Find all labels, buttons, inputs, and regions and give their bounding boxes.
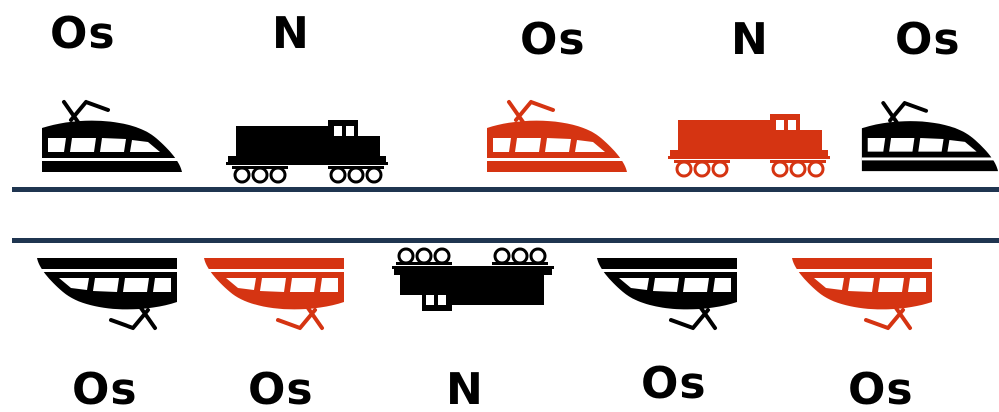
bottom-label-5: Os xyxy=(848,368,914,412)
bottom-label-2: Os xyxy=(248,368,314,412)
upper-track-line xyxy=(12,187,999,192)
diesel-locomotive-icon xyxy=(668,112,830,180)
top-label-1: Os xyxy=(50,12,116,56)
top-label-5: Os xyxy=(895,18,961,62)
top-label-4: N xyxy=(731,18,769,62)
top-label-2: N xyxy=(272,12,310,56)
bottom-label-3: N xyxy=(446,368,484,412)
bottom-label-1: Os xyxy=(72,368,138,412)
bullet-train-icon xyxy=(203,250,348,332)
bullet-train-icon xyxy=(483,98,628,180)
diesel-locomotive-icon xyxy=(226,118,388,186)
diesel-locomotive-icon xyxy=(392,245,554,313)
bullet-train-icon xyxy=(791,250,936,332)
lower-track-line xyxy=(12,238,999,243)
bullet-train-icon xyxy=(596,250,741,332)
bullet-train-icon xyxy=(36,250,181,332)
bottom-label-4: Os xyxy=(641,362,707,406)
top-label-3: Os xyxy=(520,18,586,62)
bullet-train-icon xyxy=(38,98,183,180)
bullet-train-icon xyxy=(858,98,999,180)
